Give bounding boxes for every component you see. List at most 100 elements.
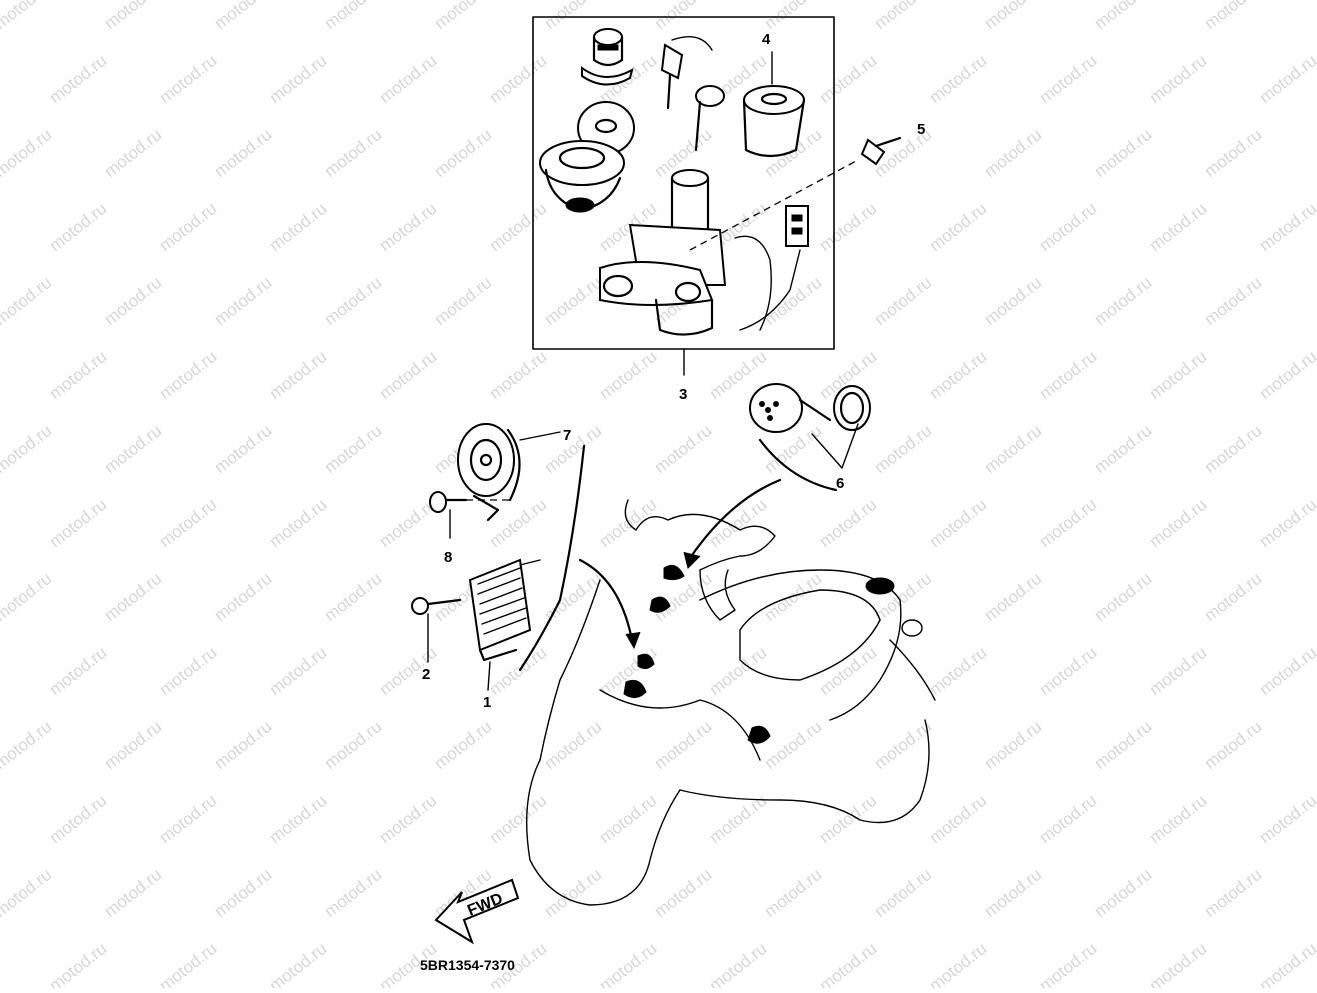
watermark-text: motod.ru [1036,495,1101,551]
watermark-text: motod.ru [266,51,331,107]
routing-arrow-upper-head [684,552,700,568]
watermark-text: motod.ru [596,791,661,847]
watermark-text: motod.ru [321,865,386,921]
watermark-text: motod.ru [1256,347,1317,403]
routing-arrow-lower-head [626,632,640,648]
watermark-text: motod.ru [1091,0,1156,33]
callout-4: 4 [762,31,771,48]
watermark-text: motod.ru [1201,0,1266,33]
watermark-text: motod.ru [761,717,826,773]
watermark-text: motod.ru [541,421,606,477]
watermark-text: motod.ru [486,495,551,551]
watermark-text: motod.ru [871,865,936,921]
watermark-text: motod.ru [46,939,111,988]
watermark-text: motod.ru [1201,717,1266,773]
watermark-text: motod.ru [1146,643,1211,699]
watermark-text: motod.ru [1091,421,1156,477]
watermark-text: motod.ru [1036,347,1101,403]
watermark-text: motod.ru [1256,495,1317,551]
watermark-text: motod.ru [706,939,771,988]
watermark-text: motod.ru [1256,51,1317,107]
watermark-text: motod.ru [816,199,881,255]
watermark-text: motod.ru [156,643,221,699]
watermark-text: motod.ru [266,791,331,847]
watermark-text: motod.ru [1201,865,1266,921]
watermark-text: motod.ru [871,569,936,625]
routing-arrow-lower [580,560,632,640]
watermark-text: motod.ru [266,347,331,403]
watermark-text: motod.ru [1256,199,1317,255]
watermark-text: motod.ru [0,569,55,625]
watermark-text: motod.ru [156,51,221,107]
watermark-text: motod.ru [101,125,166,181]
watermark-text: motod.ru [1091,569,1156,625]
watermark-text: motod.ru [761,569,826,625]
callout-8: 8 [444,549,452,566]
watermark-text: motod.ru [156,791,221,847]
watermark-text: motod.ru [1146,347,1211,403]
watermark-text: motod.ru [211,569,276,625]
watermark-text: motod.ru [321,717,386,773]
watermark-text: motod.ru [1146,199,1211,255]
watermark-text: motod.ru [1256,791,1317,847]
watermark-text: motod.ru [926,791,991,847]
watermark-text: motod.ru [321,569,386,625]
watermark-text: motod.ru [266,495,331,551]
watermark-text: motod.ru [431,273,496,329]
watermark-text: motod.ru [486,791,551,847]
watermark-text: motod.ru [431,0,496,33]
watermark-text: motod.ru [981,125,1046,181]
watermark-text: motod.ru [376,51,441,107]
watermark-text: motod.ru [321,125,386,181]
routing-curve-left [520,446,584,670]
watermark-text: motod.ru [0,125,55,181]
watermark-text: motod.ru [46,347,111,403]
callout-7: 7 [563,427,571,444]
watermark-text: motod.ru [156,199,221,255]
watermark-text: motod.ru [596,347,661,403]
watermark-text: motod.ru [0,717,55,773]
watermark-text: motod.ru [1201,273,1266,329]
scooter-body [527,500,935,905]
lock-cover [540,102,634,212]
callout-2: 2 [422,666,430,683]
watermark-text: motod.ru [101,717,166,773]
watermark-text: motod.ru [981,569,1046,625]
watermark-text: motod.ru [431,125,496,181]
watermark-text: motod.ru [321,421,386,477]
watermark-text: motod.ru [1036,51,1101,107]
watermark-text: motod.ru [486,199,551,255]
watermark-text: motod.ru [486,347,551,403]
watermark-text: motod.ru [0,865,55,921]
watermark-text: motod.ru [541,865,606,921]
watermark-text: motod.ru [376,199,441,255]
watermark-text: motod.ru [376,791,441,847]
watermark-text: motod.ru [1091,717,1156,773]
watermark-text: motod.ru [761,273,826,329]
watermark-text: motod.ru [266,199,331,255]
watermark-text: motod.ru [101,865,166,921]
watermark-text: motod.ru [156,347,221,403]
watermark-text: motod.ru [1256,939,1317,988]
watermark-text: motod.ru [981,717,1046,773]
watermark-text: motod.ru [321,273,386,329]
watermark-text: motod.ru [1036,791,1101,847]
watermark-text: motod.ru [541,273,606,329]
watermark-text: motod.ru [871,421,936,477]
callout-5: 5 [917,121,925,138]
watermark-text: motod.ru [871,0,936,33]
watermark-text: motod.ru [156,495,221,551]
watermark-text: motod.ru [816,51,881,107]
watermark-text: motod.ru [46,643,111,699]
watermark-text: motod.ru [541,717,606,773]
watermark-text: motod.ru [211,717,276,773]
bracket-line-1 [520,560,540,565]
leader-7 [520,432,560,440]
watermark-text: motod.ru [266,643,331,699]
watermark-text: motod.ru [376,643,441,699]
watermark-text: motod.ru [816,495,881,551]
seat-lock-cylinder [582,29,632,85]
